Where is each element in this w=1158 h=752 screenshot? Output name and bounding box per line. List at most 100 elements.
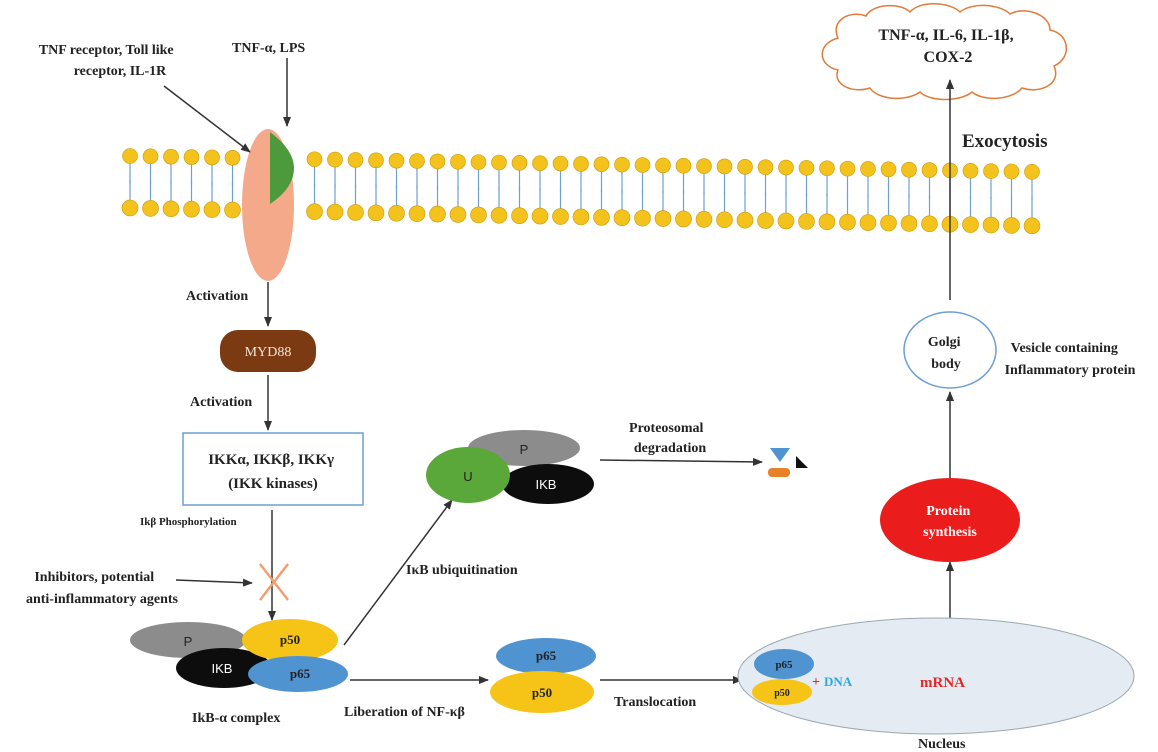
lipid-head <box>368 152 384 169</box>
lipid-head <box>142 200 159 217</box>
myd88-box <box>220 330 316 372</box>
lipid-head <box>470 154 487 170</box>
ub-ikb-label: IKB <box>536 477 557 492</box>
arrow-receptors <box>163 85 251 153</box>
mrna-label: mRNA <box>920 675 965 691</box>
protein-synthesis-label: Protein synthesis <box>923 504 977 540</box>
ikb-phosphorylation-label: Ikβ Phosphorylation <box>140 516 237 528</box>
lipid-head <box>655 157 671 174</box>
lipid-head <box>183 200 200 218</box>
activation-label-1: Activation <box>186 289 248 304</box>
lipid-head <box>1003 217 1020 234</box>
lipid-head <box>962 216 979 233</box>
activation-label-2: Activation <box>190 395 252 410</box>
lipid-head <box>839 160 856 177</box>
ub-p-label: P <box>520 442 529 457</box>
lipid-head <box>675 210 692 228</box>
lipid-head <box>347 204 364 221</box>
nuclear-p50-label: p50 <box>774 688 790 699</box>
lipid-head <box>306 203 323 220</box>
lipid-head <box>163 148 179 165</box>
lipid-head <box>490 206 508 224</box>
lipid-head <box>388 204 405 222</box>
nuclear-p50-shape <box>752 679 812 705</box>
arrow-inhibitors <box>175 578 253 587</box>
lipid-head <box>162 200 180 218</box>
vesicle-label: Vesicle containing Inflammatory protein <box>1005 341 1136 378</box>
free-p50-label: p50 <box>532 685 552 700</box>
nuclear-p65-shape <box>754 649 814 679</box>
lipid-head <box>122 148 138 164</box>
lipid-head <box>798 160 815 176</box>
lipid-head <box>409 153 425 169</box>
p50-shape <box>242 619 338 661</box>
ikk-label: IKKα, IKKβ, IKKγ (IKK kinases) <box>208 452 338 492</box>
arrow-ubiquitination <box>343 499 453 646</box>
receptors-label: TNF receptor, Toll like receptor, IL-1R <box>39 43 177 79</box>
lipid-head <box>819 160 835 177</box>
lipid-head <box>224 201 241 219</box>
lipid-head <box>983 163 999 179</box>
ikb-alpha-complex: P IKB p50 p65 <box>130 619 348 692</box>
p50-label: p50 <box>280 632 300 647</box>
translocation-label: Translocation <box>614 695 696 710</box>
lipid-head <box>757 212 774 229</box>
inhibitors-label: Inhibitors, potential anti-inflammatory … <box>26 570 179 607</box>
inhibition-cross-icon <box>259 563 289 601</box>
lipid-head <box>204 149 220 166</box>
lipid-head <box>429 205 446 223</box>
lipid-head <box>737 159 753 175</box>
lipid-head <box>1003 163 1020 180</box>
lipid-head <box>613 209 631 227</box>
liberation-label: Liberation of NF-κβ <box>344 705 465 720</box>
lipid-head <box>326 203 344 221</box>
lipid-head <box>696 158 712 174</box>
lipid-head <box>962 162 979 179</box>
free-p50-shape <box>490 671 594 713</box>
lipid-head <box>798 213 815 230</box>
free-p65-shape <box>496 638 596 674</box>
lipid-head <box>347 152 364 168</box>
lipid-head <box>593 209 610 226</box>
p-label: P <box>184 634 193 649</box>
proteosomal-label: Proteosomal degradation <box>629 421 707 456</box>
lipid-head <box>552 155 569 172</box>
p65-shape <box>248 656 348 692</box>
lipid-head <box>982 216 1000 234</box>
lipid-head <box>839 213 856 231</box>
lipid-head <box>901 161 917 178</box>
ubiquitinated-complex: P IKB U <box>426 430 594 504</box>
cytokine-cloud <box>821 3 1068 101</box>
lipid-head <box>532 155 548 172</box>
nucleus-label: Nucleus <box>918 737 966 752</box>
degraded-fragments-icon <box>768 448 808 477</box>
lipid-head <box>224 150 241 166</box>
lipid-head <box>695 211 713 228</box>
lipid-head <box>429 153 446 170</box>
lipid-head <box>818 213 836 231</box>
ikb-complex-label: IkB-α complex <box>192 711 280 726</box>
golgi-body-shape <box>903 311 997 389</box>
lipid-head <box>880 214 897 232</box>
arrow-degradation <box>599 457 763 466</box>
ubiquitination-label: IκB ubiquitination <box>406 563 518 578</box>
protein-synthesis-shape <box>880 478 1020 562</box>
lipid-head <box>203 201 221 218</box>
cytokines-label: TNF-α, IL-6, IL-1β, COX-2 <box>878 27 1017 66</box>
lipid-head <box>470 206 487 224</box>
nucleus-shape <box>737 617 1135 735</box>
ikb-label: IKB <box>212 661 233 676</box>
myd88-label: MYD88 <box>245 345 292 360</box>
receptor-complex <box>242 129 294 281</box>
lipid-head <box>1023 217 1041 235</box>
lipid-head <box>183 149 200 165</box>
lipid-head <box>860 161 876 177</box>
lipid-head <box>573 156 589 172</box>
lipid-head <box>491 154 507 171</box>
p65-label: p65 <box>290 666 311 681</box>
ikb-shape <box>176 648 272 688</box>
lipid-head <box>367 204 385 222</box>
lipid-head <box>531 207 549 225</box>
lipid-head <box>327 151 343 168</box>
